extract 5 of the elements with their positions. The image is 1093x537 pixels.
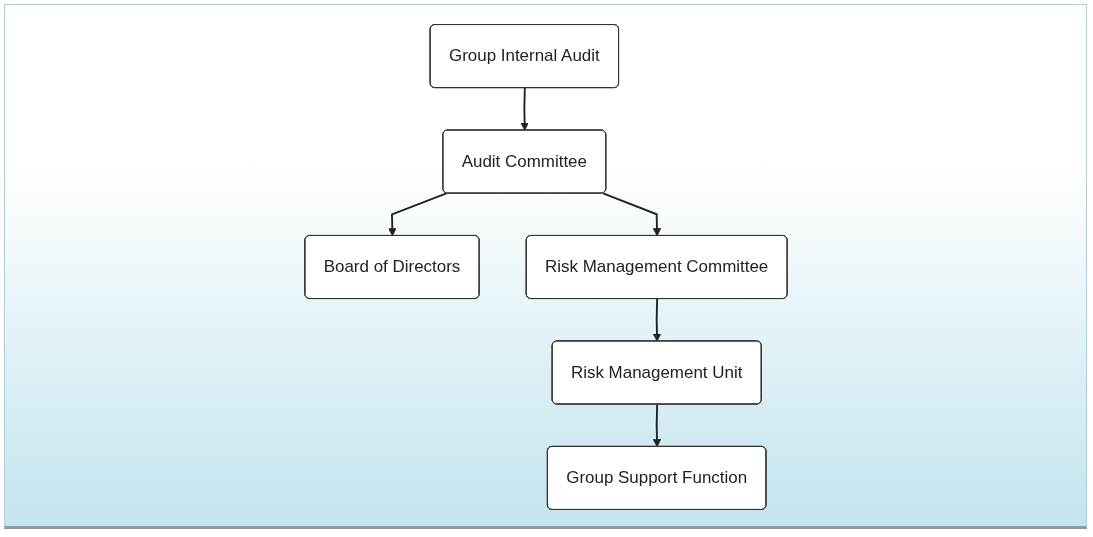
arrow bbox=[652, 403, 661, 447]
arrow bbox=[387, 191, 447, 236]
arrow bbox=[520, 86, 529, 131]
arrow bbox=[652, 297, 661, 342]
arrow bbox=[601, 191, 661, 236]
